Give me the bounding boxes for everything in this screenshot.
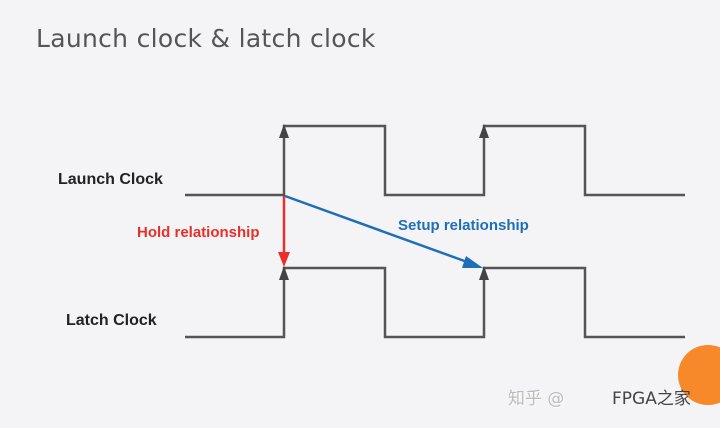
launch-clock-label: Launch Clock [58,171,163,188]
setup-arrowhead-icon [462,256,483,268]
orange-circle-decoration [678,345,720,405]
hold-relationship-label: Hold relationship [137,224,260,241]
latch-clock-label: Latch Clock [66,312,157,329]
hold-arrowhead-icon [278,252,290,267]
slide-title: Launch clock & latch clock [36,24,376,53]
launch-clock-waveform [185,124,685,197]
watermark-suffix: FPGA之家 [612,389,691,409]
setup-arrow [284,194,471,265]
latch-clock-waveform [185,266,685,339]
setup-relationship-label: Setup relationship [398,217,529,234]
watermark-prefix: 知乎 @ [508,389,565,409]
